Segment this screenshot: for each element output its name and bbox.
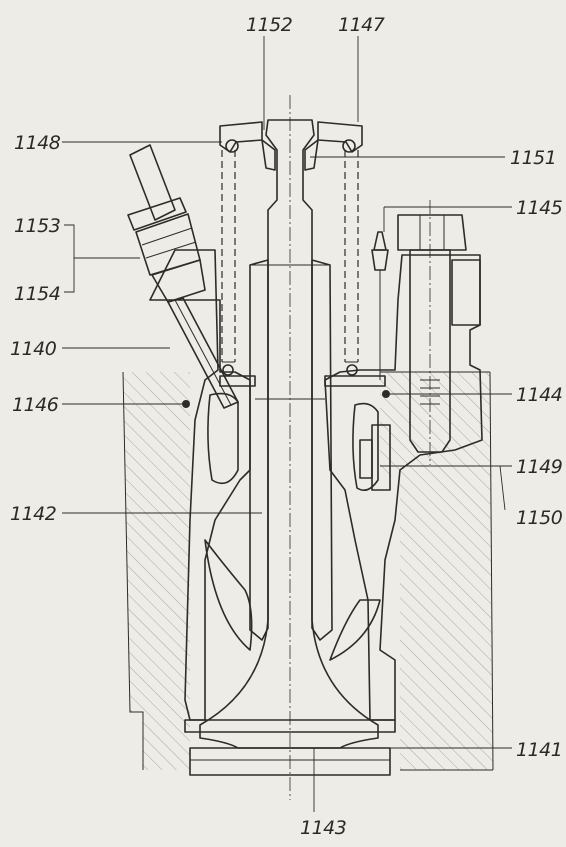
label-1150: 1150 [516,507,563,529]
label-1141: 1141 [516,739,562,761]
label-1149: 1149 [516,456,562,478]
label-1151: 1151 [510,147,556,169]
label-1148: 1148 [14,132,61,154]
label-1153: 1153 [14,215,60,237]
spring-seat [219,375,386,400]
bleed-valve [371,231,389,380]
leader-lines [62,36,512,812]
label-1140: 1140 [10,338,57,360]
part-labels: 1152 1147 1148 1151 1145 1153 1154 1140 … [10,14,563,839]
label-1154: 1154 [14,283,60,305]
label-1143: 1143 [300,817,346,839]
label-1144: 1144 [516,384,562,406]
label-1147: 1147 [338,14,385,36]
label-1145: 1145 [516,197,563,219]
stud-bolt [397,200,481,465]
label-1152: 1152 [246,14,292,36]
label-1142: 1142 [10,503,56,525]
cylinder-block [122,371,494,771]
valve-springs [221,150,359,376]
valve-guide [249,259,333,641]
valve [184,95,396,800]
label-1146: 1146 [12,394,59,416]
cover-plug [359,424,391,491]
spring-retainer [219,121,363,171]
injector-fitting [127,144,239,409]
